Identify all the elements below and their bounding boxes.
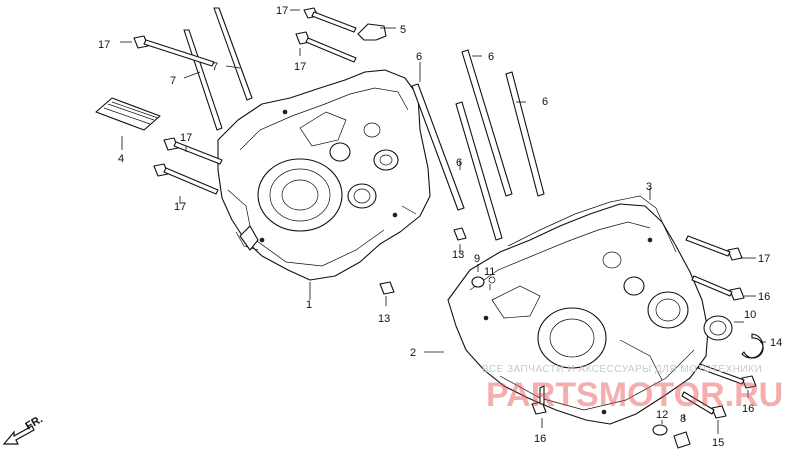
flange-bolt-15 bbox=[681, 391, 727, 419]
left-crankcase bbox=[217, 69, 431, 281]
callout-17: 17 bbox=[758, 253, 770, 265]
washer-12 bbox=[652, 424, 668, 436]
oil-strainer-screen bbox=[95, 97, 161, 131]
watermark: ВСЕ ЗАПЧАСТИ И АКСЕССУАРЫ ДЛЯ МОТОТЕХНИК… bbox=[482, 364, 783, 414]
callout-14: 14 bbox=[770, 337, 782, 349]
callout-2: 2 bbox=[410, 347, 416, 359]
front-arrow-icon bbox=[2, 425, 35, 445]
callout-7: 7 bbox=[170, 75, 176, 87]
right-crankcase bbox=[447, 203, 709, 425]
callout-4: 4 bbox=[118, 153, 124, 165]
drain-bolt-8 bbox=[673, 431, 691, 449]
callout-10: 10 bbox=[744, 309, 756, 321]
callout-1: 1 bbox=[306, 299, 312, 311]
circlip-14 bbox=[741, 333, 764, 359]
watermark-logo-text: PARTSMOTOR.RU bbox=[486, 376, 783, 414]
callout-13: 13 bbox=[378, 313, 390, 325]
bearing-10 bbox=[703, 315, 733, 341]
dowel-pins-13 bbox=[379, 227, 467, 295]
callout-17: 17 bbox=[98, 39, 110, 51]
callout-17: 17 bbox=[294, 61, 306, 73]
oring-9-and-seal-11 bbox=[471, 276, 496, 288]
callout-9: 9 bbox=[474, 253, 480, 265]
callout-17: 17 bbox=[174, 201, 186, 213]
callout-8: 8 bbox=[680, 413, 686, 425]
callout-6: 6 bbox=[542, 96, 548, 108]
callout-5: 5 bbox=[400, 24, 406, 36]
callout-13: 13 bbox=[452, 249, 464, 261]
callout-6: 6 bbox=[416, 51, 422, 63]
callout-16: 16 bbox=[742, 403, 754, 415]
callout-3: 3 bbox=[646, 181, 652, 193]
leader-lines bbox=[120, 9, 766, 434]
callout-16: 16 bbox=[534, 433, 546, 445]
watermark-tagline: ВСЕ ЗАПЧАСТИ И АКСЕССУАРЫ ДЛЯ МОТОТЕХНИК… bbox=[482, 364, 762, 375]
callout-11: 11 bbox=[484, 266, 495, 278]
callout-6: 6 bbox=[456, 157, 462, 169]
front-direction-label: FR. bbox=[24, 413, 45, 432]
callout-17: 17 bbox=[276, 5, 288, 17]
crankcase-gasket bbox=[507, 195, 677, 253]
callout-17: 17 bbox=[180, 132, 192, 144]
hose-clip bbox=[357, 23, 387, 41]
callout-15: 15 bbox=[712, 437, 724, 449]
flange-bolts-16 bbox=[531, 275, 757, 415]
callout-12: 12 bbox=[656, 409, 668, 421]
callout-16: 16 bbox=[758, 291, 770, 303]
front-direction-indicator: FR. bbox=[2, 413, 45, 445]
callout-6: 6 bbox=[488, 51, 494, 63]
stud-bolts-6 bbox=[411, 49, 545, 241]
callout-labels: 17 5 17 17 7 7 6 6 6 6 4 17 17 13 9 11 3… bbox=[98, 5, 782, 449]
callout-7: 7 bbox=[212, 61, 218, 73]
